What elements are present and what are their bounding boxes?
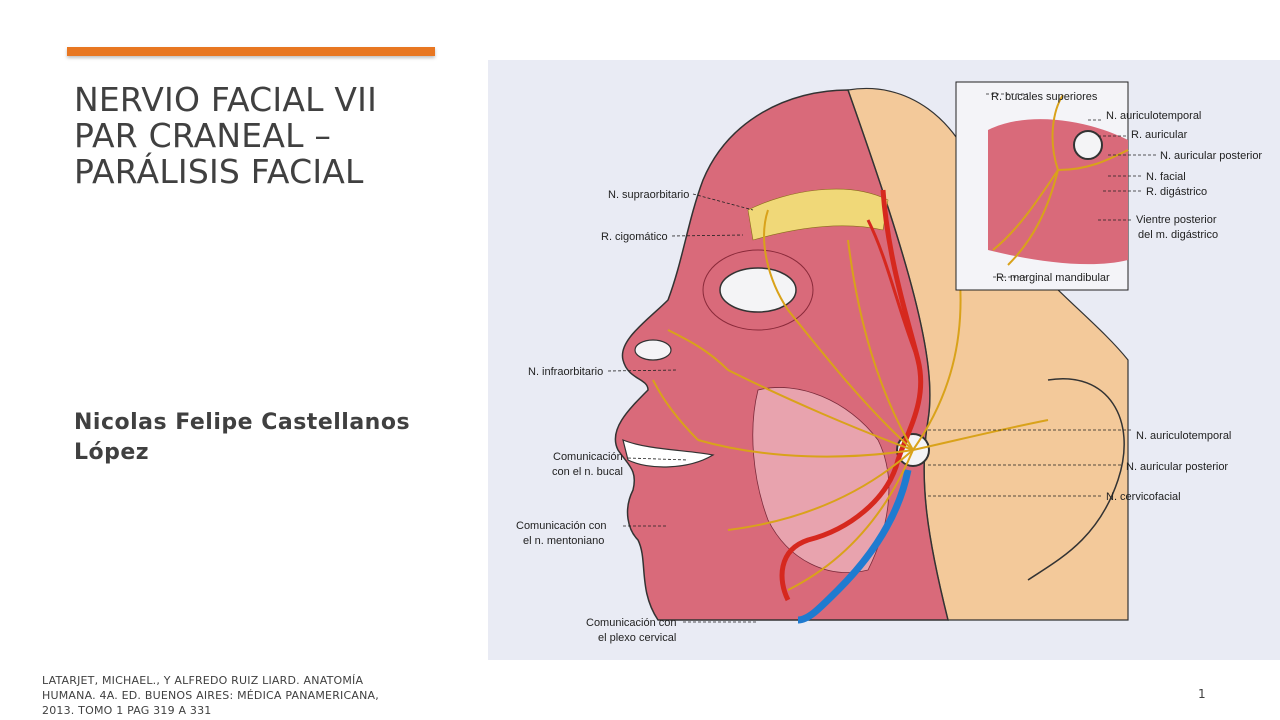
inset-label-marginal: R. marginal mandibular [996,272,1110,284]
page-number: 1 [1198,687,1206,701]
masseter-region [752,387,890,573]
inset-label-vientre-1: Vientre posterior [1136,214,1217,226]
inset-label-auricular-posterior: N. auricular posterior [1160,150,1262,162]
inset-label-bucales-superiores: R. bucales superiores [991,91,1098,103]
label-n-supraorbitario: N. supraorbitario [608,189,689,201]
inset-label-auriculotemporal: N. auriculotemporal [1106,110,1201,122]
facial-artery [779,189,924,602]
title-line-1: NERVIO FACIAL VII [74,80,378,119]
title-accent-bar [67,47,435,56]
facial-nerve-illustration: N. supraorbitario R. cigomático N. infra… [488,60,1280,660]
jugular-vein [797,469,912,624]
title-line-2: PAR CRANEAL – [74,116,332,155]
author-line-2: López [74,440,150,465]
inset-label-facial: N. facial [1146,171,1186,183]
label-com-mentoniano-1: Comunicación con [516,520,607,532]
citation: LATARJET, MICHAEL., Y ALFREDO RUIZ LIARD… [42,673,422,718]
leader-lines [607,93,1158,623]
inset-ear-canal [1073,130,1103,160]
citation-line-1: LATARJET, MICHAEL., Y ALFREDO RUIZ LIARD… [42,674,364,687]
mouth [622,439,715,468]
inset-nerve-branches [992,94,1129,266]
author-line-1: Nicolas Felipe Castellanos [74,410,411,435]
author-name: Nicolas Felipe Castellanos López [74,408,454,468]
eye-orbit [702,249,814,331]
label-n-cervicofacial: N. cervicofacial [1106,491,1181,503]
citation-line-2: HUMANA. 4A. ED. BUENOS AIRES: MÉDICA PAN… [42,689,379,702]
label-com-cervical-1: Comunicación con [586,617,677,629]
label-com-bucal-1: Comunicación [553,451,623,463]
inset-label-vientre-2: del m. digástrico [1138,229,1218,241]
temporal-artery [866,219,920,361]
label-com-bucal-2: con el n. bucal [552,466,623,478]
ear-back [1027,378,1125,581]
eye [719,267,797,313]
label-n-auriculotemporal: N. auriculotemporal [1136,430,1231,442]
label-r-cigomatico: R. cigomático [601,231,668,243]
label-n-infraorbitario: N. infraorbitario [528,366,603,378]
citation-line-3: 2013. TOMO 1 PAG 319 A 331 [42,704,212,717]
label-n-auricular-posterior: N. auricular posterior [1126,461,1228,473]
inset-label-auricular: R. auricular [1131,129,1188,141]
nostril [634,339,672,361]
inset-label-digastrico: R. digástrico [1146,186,1207,198]
slide-title: NERVIO FACIAL VII PAR CRANEAL – PARÁLISI… [74,82,474,190]
anatomy-drawing: N. supraorbitario R. cigomático N. infra… [516,81,1262,644]
label-com-mentoniano-2: el n. mentoniano [523,535,604,547]
inset-muscle [988,119,1128,265]
label-com-cervical-2: el plexo cervical [598,632,676,644]
title-line-3: PARÁLISIS FACIAL [74,152,364,191]
